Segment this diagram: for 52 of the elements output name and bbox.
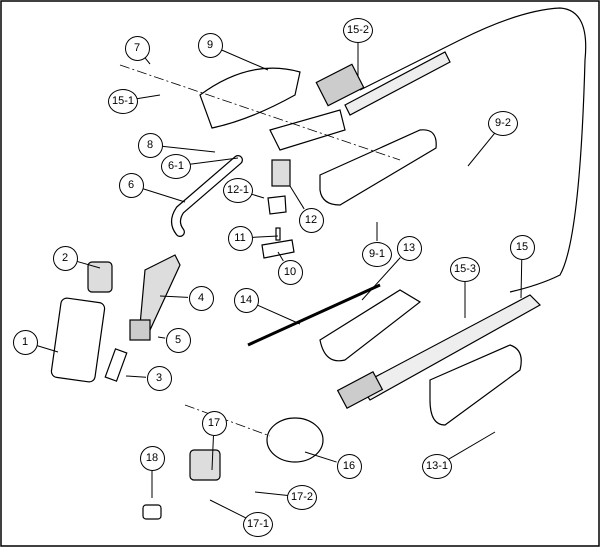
callout-number: 9 [198, 32, 222, 58]
callout-number: 16 [336, 454, 362, 478]
callout-number: 17 [202, 410, 226, 436]
callout-number: 8 [138, 132, 162, 158]
callout-number: 5 [166, 328, 190, 352]
callout-number: 15-2 [343, 18, 373, 42]
callout-number: 13-1 [422, 454, 452, 478]
callout-number: 15-1 [108, 88, 138, 114]
leader-line [252, 236, 278, 238]
callout-number: 17-1 [243, 512, 273, 536]
leader-line [77, 261, 100, 268]
leader-line [158, 336, 166, 339]
leader-line [278, 252, 284, 262]
leader-line [520, 260, 522, 298]
callout-number: 11 [228, 226, 252, 250]
leader-line [304, 452, 338, 463]
leader-line [290, 186, 305, 210]
callout-number: 7 [124, 36, 150, 60]
callout-number: 9-1 [362, 242, 392, 266]
callout-number: 3 [146, 366, 172, 390]
leader-line [210, 500, 247, 519]
callout-number: 4 [188, 286, 214, 310]
callout-number: 9-2 [488, 110, 518, 136]
callout-number: 1 [12, 330, 38, 354]
callout-number: 17-2 [287, 484, 317, 510]
leader-line [135, 94, 160, 100]
leader-line [362, 257, 401, 300]
leader-line [221, 50, 268, 70]
callout-number: 6-1 [161, 154, 191, 178]
leader-line [160, 296, 189, 298]
callout-number: 12-1 [223, 178, 253, 202]
leader-line [448, 432, 496, 460]
callout-number: 15 [510, 234, 534, 260]
leader-line [257, 304, 300, 324]
leader-line [126, 376, 147, 378]
callout-number: 14 [234, 288, 258, 312]
leader-line [376, 222, 378, 242]
callout-number: 2 [52, 246, 78, 270]
leader-line [144, 58, 150, 64]
leader-line [142, 188, 186, 202]
leader-line [464, 282, 466, 318]
leader-line [250, 193, 264, 198]
callout-number: 12 [298, 208, 324, 232]
leader-line [162, 146, 216, 152]
callout-number: 18 [140, 446, 164, 470]
leader-line [212, 436, 214, 470]
leader-line [36, 345, 58, 352]
callout-number: 10 [278, 260, 302, 284]
callout-number: 15-3 [450, 256, 480, 282]
callout-number: 13 [396, 236, 422, 260]
leader-line [468, 132, 496, 166]
callout-number: 6 [118, 172, 144, 198]
